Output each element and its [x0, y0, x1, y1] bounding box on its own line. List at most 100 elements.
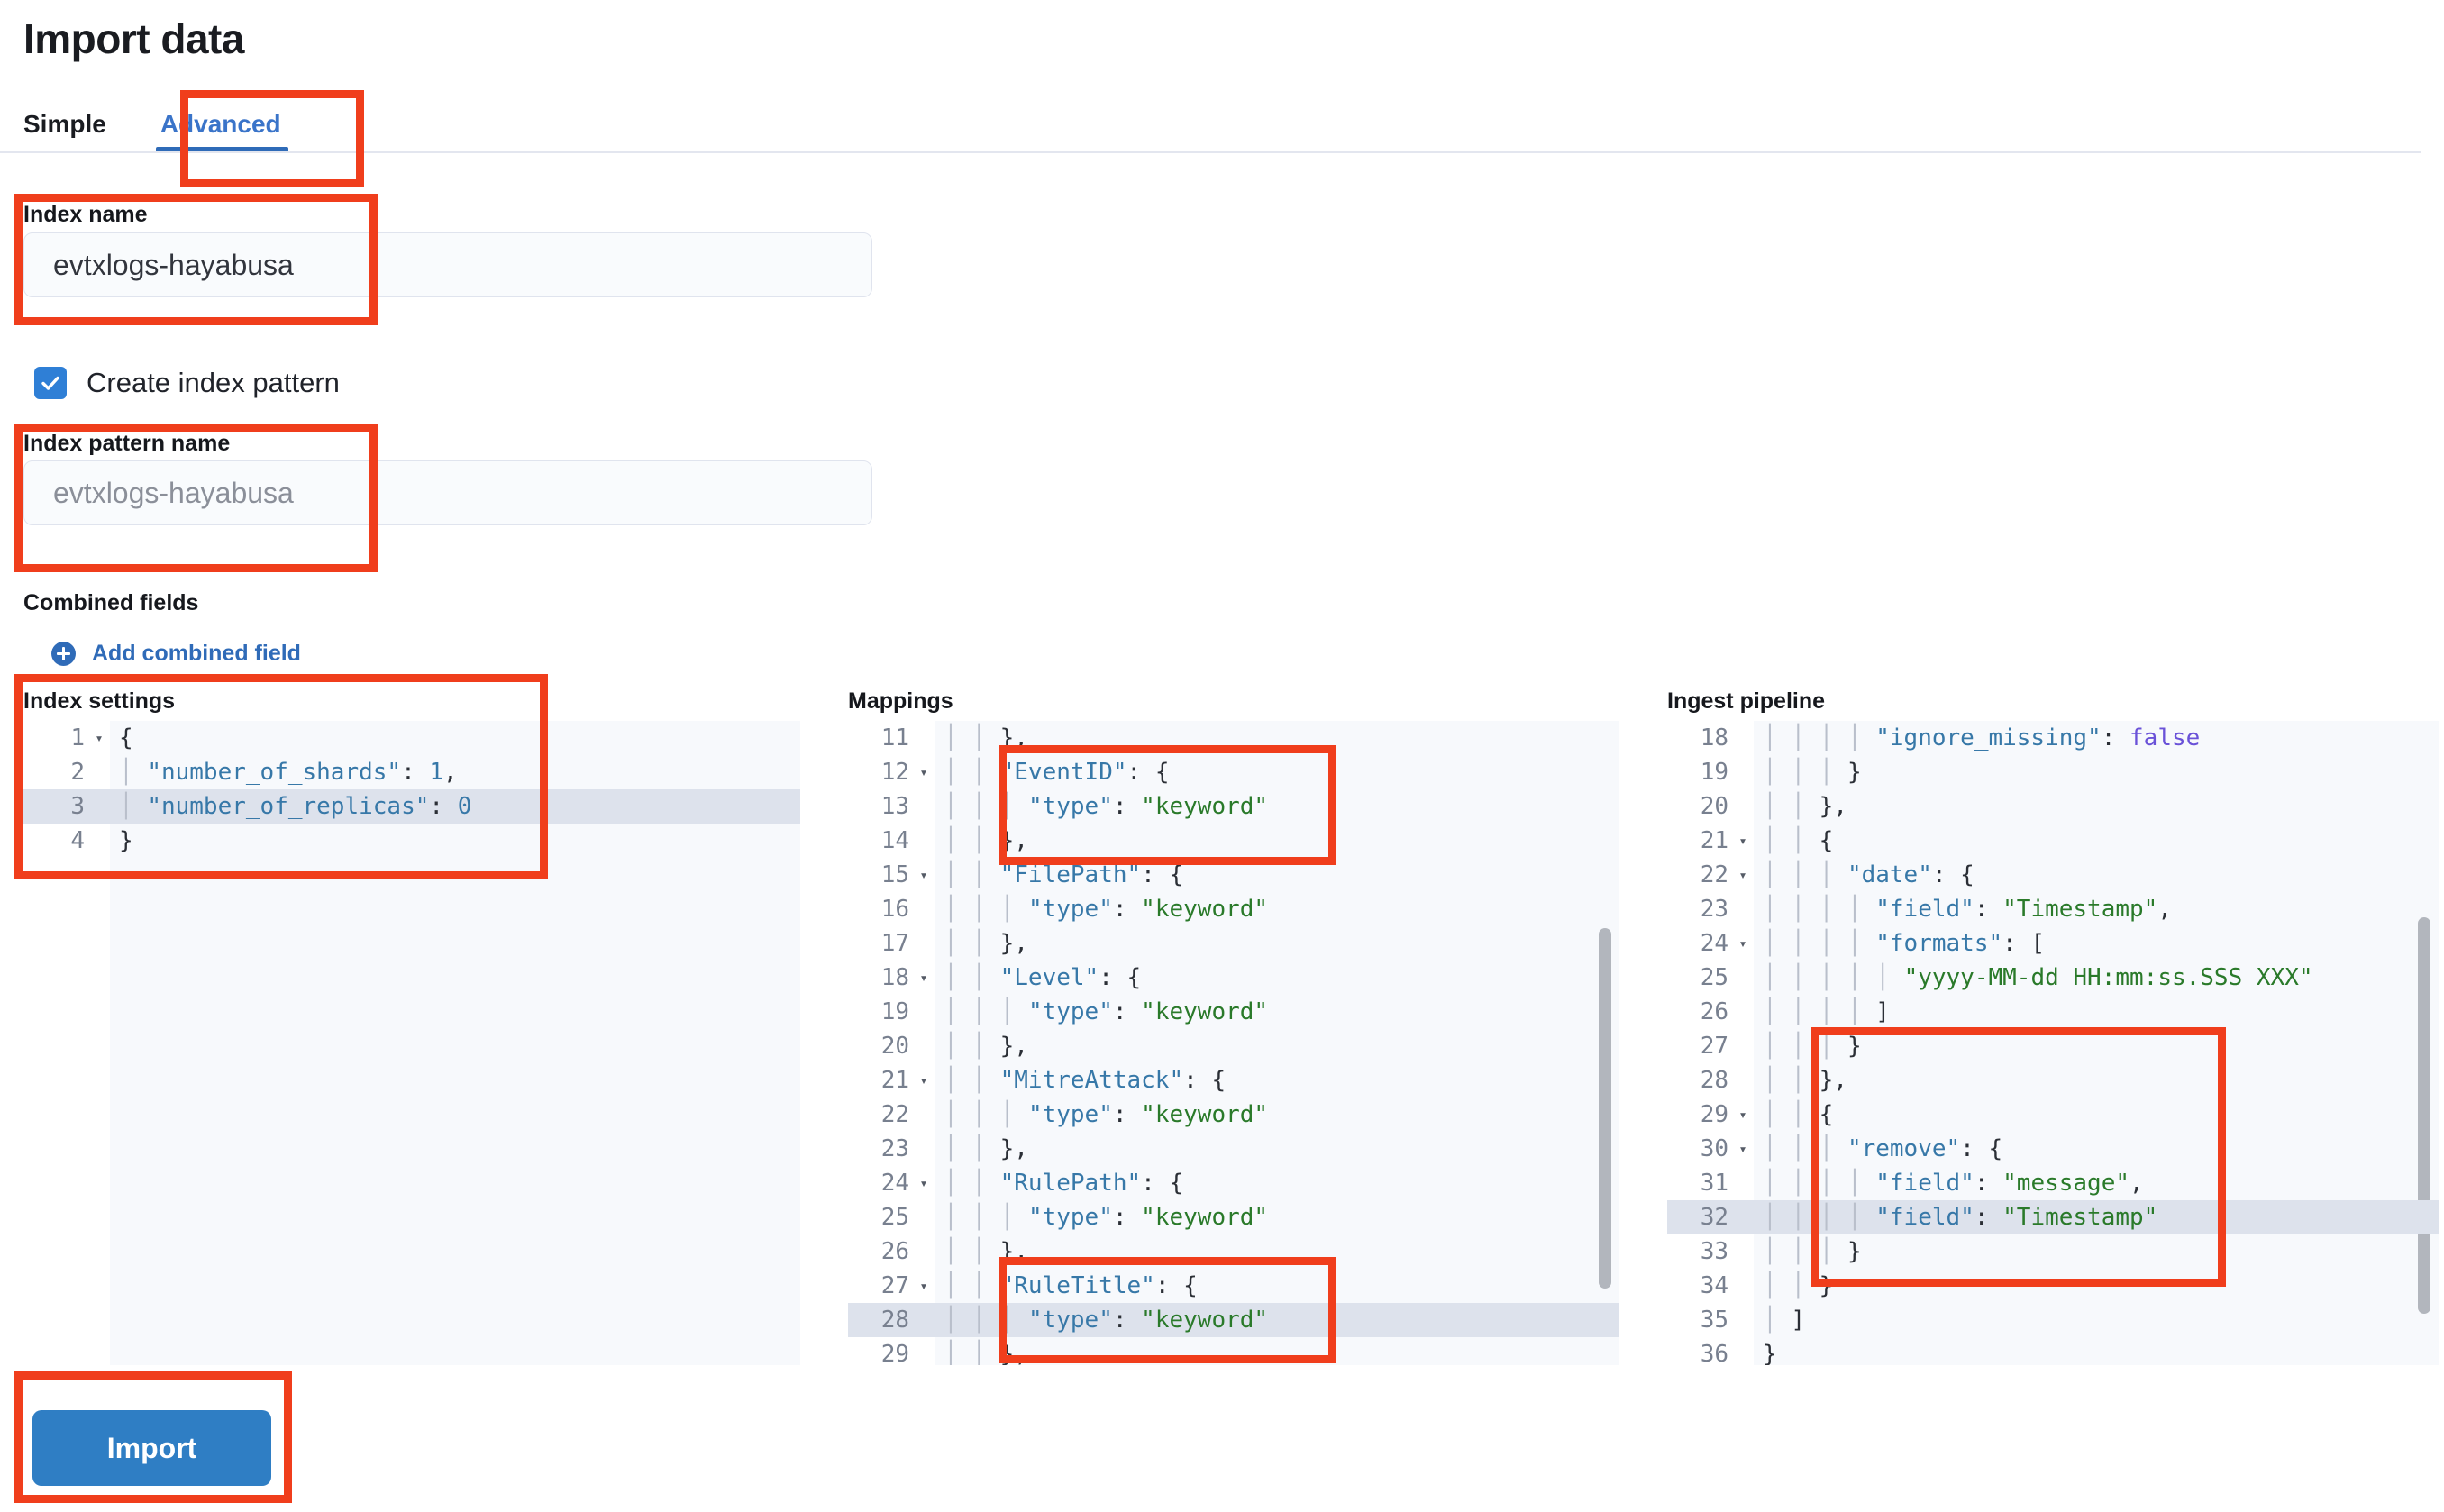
- code-line[interactable]: 1▾{: [23, 721, 800, 755]
- code-line[interactable]: 22│ │ │ "type": "keyword": [848, 1098, 1619, 1132]
- line-number: 34: [1700, 1272, 1728, 1299]
- page-title: Import data: [23, 15, 244, 62]
- fold-caret-icon[interactable]: ▾: [919, 1071, 928, 1088]
- code-line[interactable]: 15▾│ │ "FilePath": {: [848, 858, 1619, 892]
- code-line[interactable]: 32│ │ │ │ "field": "Timestamp": [1667, 1200, 2439, 1234]
- code-text: │ │ },: [944, 724, 1028, 751]
- code-text: │ │ │ "type": "keyword": [944, 896, 1269, 923]
- code-text: }: [1763, 1341, 1777, 1365]
- code-line[interactable]: 20 │ │ },: [848, 1029, 1619, 1063]
- code-line[interactable]: 34│ │ }: [1667, 1269, 2439, 1303]
- code-text: │ │ │ │ "field": "Timestamp",: [1763, 896, 2172, 923]
- mappings-title: Mappings: [848, 688, 953, 714]
- add-combined-field-button[interactable]: Add combined field: [51, 641, 301, 667]
- code-text: │ │ },: [944, 1033, 1028, 1060]
- code-line[interactable]: 30▾│ │ │ "remove": {: [1667, 1132, 2439, 1166]
- code-line[interactable]: 36}: [1667, 1337, 2439, 1365]
- line-number: 31: [1700, 1170, 1728, 1197]
- index-pattern-name-input[interactable]: evtxlogs-hayabusa: [23, 460, 872, 525]
- code-line[interactable]: 27▾│ │ "RuleTitle": {: [848, 1269, 1619, 1303]
- fold-caret-icon[interactable]: ▾: [919, 969, 928, 986]
- code-line[interactable]: 35│ ]: [1667, 1303, 2439, 1337]
- fold-caret-icon[interactable]: ▾: [1738, 866, 1747, 883]
- code-line[interactable]: 4}: [23, 824, 800, 858]
- fold-caret-icon[interactable]: ▾: [1738, 832, 1747, 849]
- ingest-pipeline-title: Ingest pipeline: [1667, 688, 1826, 714]
- code-text: │ │ },: [1763, 793, 1847, 820]
- code-line[interactable]: 23│ │ },: [848, 1132, 1619, 1166]
- code-text: │ │ },: [944, 930, 1028, 957]
- line-number: 11: [880, 724, 909, 751]
- code-line[interactable]: 33│ │ │ }: [1667, 1234, 2439, 1269]
- code-line[interactable]: 19│ │ │ "type": "keyword": [848, 995, 1619, 1029]
- code-line[interactable]: 29▾│ │ {: [1667, 1098, 2439, 1132]
- fold-caret-icon[interactable]: ▾: [919, 763, 928, 780]
- code-line[interactable]: 16 │ │ │ "type": "keyword": [848, 892, 1619, 926]
- code-line[interactable]: 29│ │ },: [848, 1337, 1619, 1365]
- line-number: 35: [1700, 1307, 1728, 1334]
- code-text: │ │ "RulePath": {: [944, 1170, 1184, 1197]
- code-line[interactable]: 18▾│ │ "Level": {: [848, 961, 1619, 995]
- checkbox-checked-icon[interactable]: [34, 367, 67, 399]
- line-number: 18: [880, 964, 909, 991]
- fold-caret-icon[interactable]: ▾: [1738, 934, 1747, 952]
- code-line[interactable]: 25│ │ │ │ │ "yyyy-MM-dd HH:mm:ss.SSS XXX…: [1667, 961, 2439, 995]
- code-line[interactable]: 25│ │ │ "type": "keyword": [848, 1200, 1619, 1234]
- code-text: │ │ │ "date": {: [1763, 861, 1974, 888]
- code-line[interactable]: 2│ "number_of_shards": 1,: [23, 755, 800, 789]
- code-text: │ │ │ │ "field": "message",: [1763, 1170, 2144, 1197]
- fold-caret-icon[interactable]: ▾: [919, 866, 928, 883]
- code-line[interactable]: 21▾│ │ "MitreAttack": {: [848, 1063, 1619, 1098]
- code-line[interactable]: 26│ │ │ │ ]: [1667, 995, 2439, 1029]
- code-text: │ "number_of_replicas": 0: [119, 793, 472, 820]
- fold-caret-icon[interactable]: ▾: [95, 729, 104, 746]
- code-line[interactable]: 13│ │ │ "type": "keyword": [848, 789, 1619, 824]
- line-number: 25: [1700, 964, 1728, 991]
- code-text: │ │ "FilePath": {: [944, 861, 1184, 888]
- code-line[interactable]: 19│ │ │ }: [1667, 755, 2439, 789]
- line-number: 28: [1700, 1067, 1728, 1094]
- code-line[interactable]: 20│ │ },: [1667, 789, 2439, 824]
- fold-caret-icon[interactable]: ▾: [1738, 1140, 1747, 1157]
- tab-simple[interactable]: Simple: [23, 110, 106, 138]
- line-number: 16: [880, 896, 909, 923]
- code-line[interactable]: 18│ │ │ │ "ignore_missing": false: [1667, 721, 2439, 755]
- line-number: 30: [1700, 1135, 1728, 1162]
- tab-bar: Simple Advanced: [23, 97, 308, 153]
- code-line[interactable]: 24▾│ │ "RulePath": {: [848, 1166, 1619, 1200]
- code-line[interactable]: 23│ │ │ │ "field": "Timestamp",: [1667, 892, 2439, 926]
- code-text: │ │ },: [944, 1341, 1028, 1365]
- fold-caret-icon[interactable]: ▾: [919, 1174, 928, 1191]
- code-line[interactable]: 28│ │ │ "type": "keyword": [848, 1303, 1619, 1337]
- index-settings-editor[interactable]: 1▾{2│ "number_of_shards": 1,3│ "number_o…: [23, 721, 800, 1365]
- code-text: │ │ },: [944, 1238, 1028, 1265]
- code-line[interactable]: 12▾│ │ "EventID": {: [848, 755, 1619, 789]
- index-name-label: Index name: [23, 202, 148, 227]
- code-line[interactable]: 11 │ │ },: [848, 721, 1619, 755]
- code-line[interactable]: 17│ │ },: [848, 926, 1619, 961]
- line-number: 20: [880, 1033, 909, 1060]
- code-text: │ │ │ "type": "keyword": [944, 1204, 1269, 1231]
- code-line[interactable]: 31 │ │ │ │ "field": "message",: [1667, 1166, 2439, 1200]
- code-line[interactable]: 26│ │ },: [848, 1234, 1619, 1269]
- line-number: 4: [70, 827, 85, 854]
- code-line[interactable]: 21▾│ │ {: [1667, 824, 2439, 858]
- code-line[interactable]: 22▾│ │ │ "date": {: [1667, 858, 2439, 892]
- line-number: 18: [1700, 724, 1728, 751]
- fold-caret-icon[interactable]: ▾: [1738, 1106, 1747, 1123]
- mappings-scrollbar-thumb[interactable]: [1599, 928, 1611, 1289]
- tab-advanced[interactable]: Advanced: [133, 112, 308, 153]
- line-number: 27: [1700, 1033, 1728, 1060]
- code-line[interactable]: 14│ │ },: [848, 824, 1619, 858]
- import-button[interactable]: Import: [32, 1410, 271, 1486]
- mappings-editor[interactable]: 11 │ │ }, 12▾│ │ "EventID": {13│ │ │ "type…: [848, 721, 1619, 1365]
- index-name-input[interactable]: evtxlogs-hayabusa: [23, 232, 872, 297]
- code-line[interactable]: 24▾│ │ │ │ "formats": [: [1667, 926, 2439, 961]
- code-line[interactable]: 27│ │ │ }: [1667, 1029, 2439, 1063]
- fold-caret-icon[interactable]: ▾: [919, 1277, 928, 1294]
- code-line[interactable]: 28│ │ },: [1667, 1063, 2439, 1098]
- create-index-pattern-row[interactable]: Create index pattern: [34, 367, 340, 399]
- code-text: │ "number_of_shards": 1,: [119, 759, 458, 786]
- code-line[interactable]: 3│ "number_of_replicas": 0: [23, 789, 800, 824]
